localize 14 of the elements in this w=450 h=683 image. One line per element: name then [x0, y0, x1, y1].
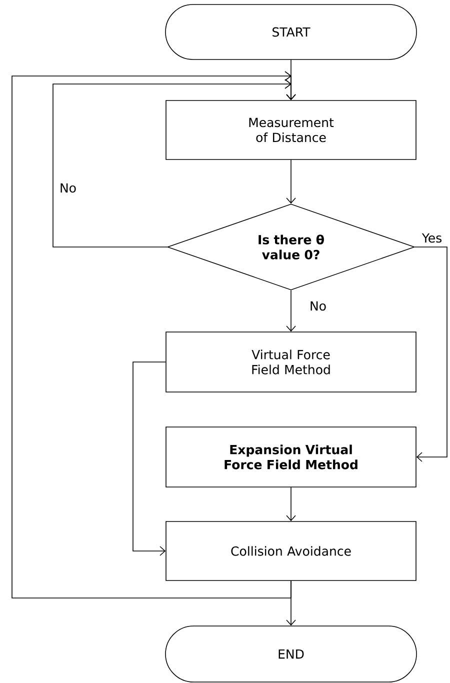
edge-label: No	[308, 300, 328, 312]
arrow	[286, 487, 296, 522]
arrow	[286, 160, 296, 204]
process-box: Measurement of Distance	[166, 100, 416, 160]
arrow	[286, 290, 296, 332]
edge-label: No	[58, 182, 78, 194]
process-box: Collision Avoidance	[166, 521, 416, 581]
process-box: Virtual Force Field Method	[166, 332, 416, 392]
process-box: Expansion Virtual Force Field Method	[166, 426, 416, 488]
arrow	[12, 71, 296, 598]
arrow	[132, 362, 166, 556]
edge-label: Yes	[420, 232, 444, 244]
arrow	[414, 246, 448, 462]
arrow	[286, 580, 296, 626]
